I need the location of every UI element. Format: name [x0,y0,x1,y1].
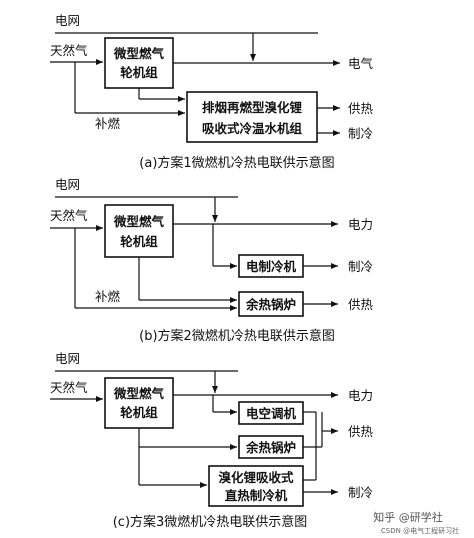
scheme1-turbine-line1: 微型燃气 [113,46,165,61]
scheme2-electric-chiller-label: 电制冷机 [246,259,297,274]
scheme3-absorption-line1: 溴化锂吸收式 [217,470,294,485]
scheme1-chiller-line1: 排烟再燃型溴化锂 [202,100,303,115]
scheme3-turbine-line1: 微型燃气 [113,386,165,401]
scheme3-gas-label: 天然气 [50,380,88,395]
scheme1-caption: (a)方案1微燃机冷热电联供示意图 [139,155,334,171]
scheme2-power-label: 电力 [348,217,373,232]
scheme2-supplement-label: 补燃 [95,289,121,304]
scheme-3: 电网 天然气 微型燃气 轮机组 电力 电空调机 余热锅炉 溴化锂吸收式 直热制冷… [50,351,374,530]
scheme2-cool-label: 制冷 [348,259,373,274]
scheme1-gas-label: 天然气 [50,43,88,58]
scheme1-grid-label: 电网 [55,13,80,28]
scheme2-boiler-box [238,291,304,317]
scheme1-chiller-box [186,91,318,143]
scheme3-absorption-box [208,465,304,507]
scheme1-turbine-box [104,37,174,89]
scheme1-supplement-label: 补燃 [95,116,121,131]
scheme1-cool-label: 制冷 [348,126,373,141]
scheme3-ac-label: 电空调机 [246,406,297,421]
scheme3-heat-label: 供热 [348,424,374,439]
scheme1-heat-label: 供热 [348,101,374,116]
scheme3-grid-label: 电网 [55,351,80,366]
scheme3-boiler-label: 余热锅炉 [245,440,296,455]
scheme-1: 电网 天然气 补燃 微型燃气 轮机组 电气 排烟再燃型溴化锂 吸收式冷温水机组 … [50,13,374,171]
scheme3-ac-box [238,401,304,425]
scheme3-power-label: 电力 [348,388,373,403]
watermark-sub: CSDN @电气工程研习社 [381,526,459,535]
scheme3-turbine-line2: 轮机组 [120,405,158,420]
scheme2-turbine-box [104,204,174,258]
scheme1-chiller-line2: 吸收式冷温水机组 [202,121,303,136]
scheme2-grid-label: 电网 [55,177,80,192]
scheme2-turbine-line1: 微型燃气 [113,214,165,229]
scheme1-turbine-line2: 轮机组 [120,65,158,80]
scheme3-absorption-line2: 直热制冷机 [225,488,288,503]
scheme2-caption: (b)方案2微燃机冷热电联供示意图 [139,328,335,344]
watermark-main: 知乎 @研学社 [373,510,443,524]
scheme2-boiler-label: 余热锅炉 [245,297,296,312]
scheme-2: 电网 天然气 补燃 微型燃气 轮机组 电力 电制冷机 制冷 余热锅炉 供热 (b… [50,177,374,344]
scheme3-caption: (c)方案3微燃机冷热电联供示意图 [113,514,308,530]
scheme2-gas-label: 天然气 [50,208,88,223]
scheme2-heat-label: 供热 [348,297,374,312]
scheme2-turbine-line2: 轮机组 [120,234,158,249]
scheme3-cool-label: 制冷 [348,485,373,500]
scheme1-power-label: 电气 [348,56,374,71]
